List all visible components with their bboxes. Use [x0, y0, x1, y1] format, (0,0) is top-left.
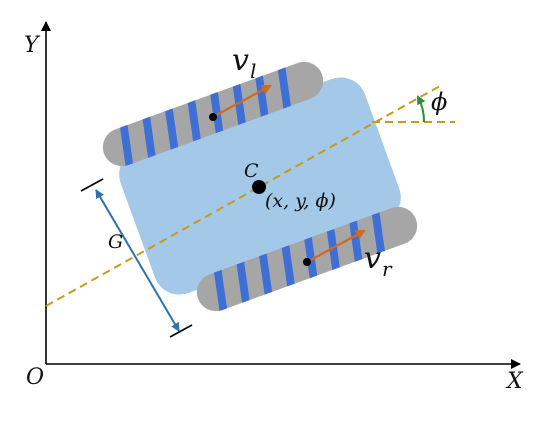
track-width-tick-top	[80, 178, 104, 192]
origin-label: O	[26, 365, 44, 390]
left-track-center-dot	[209, 113, 217, 121]
track-width-label: G	[108, 231, 123, 253]
y-axis-label: Y	[24, 33, 41, 58]
right-velocity-subscript: r	[382, 257, 393, 281]
right-velocity-label: vr	[364, 241, 393, 281]
center-point	[252, 180, 266, 194]
heading-angle-label: ϕ	[431, 88, 447, 116]
left-velocity-subscript: l	[250, 59, 256, 83]
left-velocity-label: vl	[232, 43, 256, 83]
heading-angle-arc	[417, 95, 426, 123]
track-width-tick-bottom	[169, 324, 193, 338]
x-axis-label: X	[505, 369, 524, 394]
right-velocity-arrow	[306, 230, 366, 263]
center-label: C	[244, 160, 259, 182]
pose-label: (x, y, ϕ)	[265, 190, 336, 212]
track-width-dimension	[95, 189, 180, 332]
right-track-center-dot	[303, 258, 311, 266]
heading-line	[45, 85, 441, 307]
left-velocity-arrow	[212, 85, 272, 118]
